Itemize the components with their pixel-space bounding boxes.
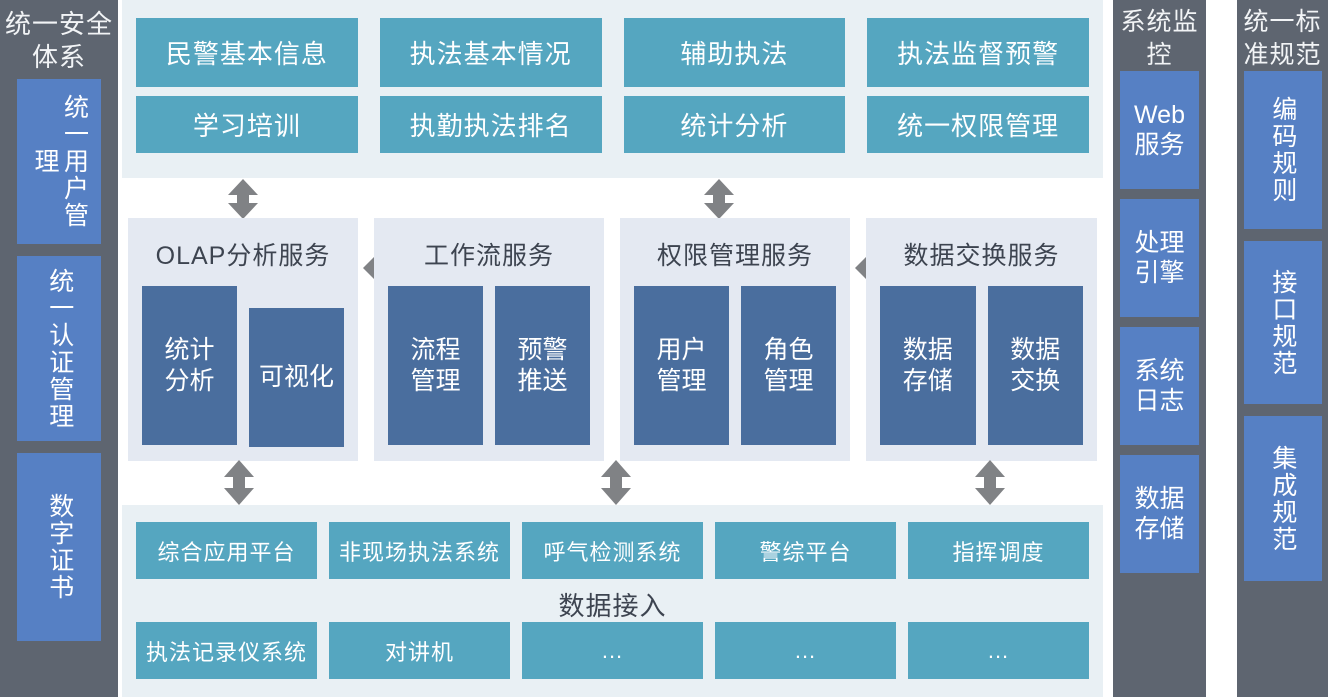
service-box-statistical-analysis[interactable]: 统计分析 [142,286,237,445]
system-monitor-sidebar: 系统监控 Web 服务 处理 引擎 系统 日志 [1113,0,1206,697]
service-panel-title-data-exchange: 数据交换服务 [903,242,1060,270]
app-card-enforcement-alert[interactable]: 执法监督预警 [867,18,1089,87]
data-source-police-platform[interactable]: 警综平台 [715,522,896,579]
service-panel-title-workflow: 工作流服务 [423,242,554,270]
app-card-police-basic-info[interactable]: 民警基本信息 [136,18,358,87]
app-card-training[interactable]: 学习培训 [136,96,358,153]
service-box-visualization[interactable]: 可视化 [249,308,344,447]
app-card-enforcement-basics[interactable]: 执法基本情况 [379,18,602,87]
sysmon-item-processing-engine-line2: 引擎 [1134,259,1185,287]
data-source-bodycam-system[interactable]: 执法记录仪系统 [136,622,317,679]
vertical-double-arrow-permissions-to-data [601,460,631,505]
data-access-band: 综合应用平台 非现场执法系统 呼气检测系统 警综平台 指挥调度 数据接入 执法记… [122,505,1103,697]
data-source-placeholder-1[interactable]: ... [522,622,703,679]
service-panel-title-olap: OLAP分析服务 [155,242,331,270]
data-source-placeholder-2[interactable]: ... [715,622,896,679]
service-boxes-permissions: 用户管理 角色管理 [620,286,850,445]
data-access-label: 数据接入 [558,591,667,621]
sysmon-item-data-storage[interactable]: 数据 存储 [1120,455,1199,573]
app-card-duty-ranking[interactable]: 执勤执法排名 [379,96,602,153]
sysmon-item-web-service-line1: Web [1134,100,1185,129]
app-card-assisted-enforcement[interactable]: 辅助执法 [623,18,846,87]
sysmon-item-processing-engine[interactable]: 处理 引擎 [1120,199,1199,317]
sysmon-item-web-service-line2: 服务 [1134,131,1185,159]
sysmon-item-system-log-line2: 日志 [1134,387,1185,415]
sidebar-item-unified-user-management[interactable]: 统一用户管理 [17,79,101,244]
system-monitor-title: 系统监控 [1120,8,1199,69]
service-boxes-data-exchange: 数据存储 数据交换 [866,286,1097,445]
left-sidebar-items: 统一用户管理 统一认证管理 数字证书 [0,79,118,697]
standards-sidebar: 统一标准规范 编码规则 接口规范 集成规范 [1237,0,1328,697]
sidebar-item-unified-auth-management[interactable]: 统一认证管理 [17,256,101,441]
left-sidebar-security-system: 统一安全体系 统一用户管理 统一认证管理 数字证书 [0,0,118,697]
app-card-statistical-analysis[interactable]: 统计分析 [623,96,846,153]
standards-item-integration-spec[interactable]: 集成规范 [1243,416,1322,581]
service-panel-title-permissions: 权限管理服务 [656,242,813,270]
service-boxes-olap: 统计分析 可视化 [128,286,358,447]
data-source-offsite-enforcement[interactable]: 非现场执法系统 [329,522,510,579]
data-source-command-dispatch[interactable]: 指挥调度 [908,522,1089,579]
application-card-grid: 民警基本信息 执法基本情况 辅助执法 执法监督预警 学习培训 执勤执法排名 统计… [136,18,1089,153]
service-box-alert-push[interactable]: 预警推送 [495,286,590,445]
standards-item-interface-spec[interactable]: 接口规范 [1243,241,1322,404]
standards-sidebar-items: 编码规则 接口规范 集成规范 [1237,71,1328,697]
left-sidebar-title: 统一安全体系 [4,9,113,72]
standards-item-coding-rules[interactable]: 编码规则 [1243,71,1322,229]
data-source-row-top: 综合应用平台 非现场执法系统 呼气检测系统 警综平台 指挥调度 [136,522,1089,579]
vertical-double-arrow-app-to-permissions [704,179,734,219]
sysmon-item-web-service[interactable]: Web 服务 [1120,71,1199,189]
service-panel-data-exchange: 数据交换服务 数据存储 数据交换 [866,218,1097,461]
standards-sidebar-title: 统一标准规范 [1243,8,1322,69]
sysmon-item-data-storage-line2: 存储 [1134,515,1185,543]
service-layer-band: OLAP分析服务 统计分析 可视化 工作流服务 流程管理 预警推送 权限管理服务 [122,218,1103,461]
vertical-double-arrow-exchange-to-data [975,460,1005,505]
sysmon-item-processing-engine-line1: 处理 [1134,228,1185,257]
main-column: 民警基本信息 执法基本情况 辅助执法 执法监督预警 学习培训 执勤执法排名 统计… [118,0,1113,697]
app-card-unified-permissions[interactable]: 统一权限管理 [867,96,1089,153]
service-panel-olap: OLAP分析服务 统计分析 可视化 [128,218,358,461]
service-box-data-storage[interactable]: 数据存储 [880,286,976,445]
service-panel-permissions: 权限管理服务 用户管理 角色管理 [620,218,850,461]
service-panel-workflow: 工作流服务 流程管理 预警推送 [374,218,604,461]
data-source-placeholder-3[interactable]: ... [908,622,1089,679]
service-boxes-workflow: 流程管理 预警推送 [374,286,604,445]
system-monitor-items: Web 服务 处理 引擎 系统 日志 数据 存储 [1113,71,1206,697]
service-box-process-management[interactable]: 流程管理 [388,286,483,445]
data-source-integrated-platform[interactable]: 综合应用平台 [136,522,317,579]
vertical-double-arrow-app-to-olap [228,179,258,219]
sidebar-item-digital-certificate[interactable]: 数字证书 [17,453,101,641]
service-box-data-exchange[interactable]: 数据交换 [987,286,1083,445]
application-layer-band: 民警基本信息 执法基本情况 辅助执法 执法监督预警 学习培训 执勤执法排名 统计… [122,0,1103,178]
vertical-double-arrow-olap-to-data [224,460,254,505]
service-box-user-management[interactable]: 用户管理 [634,286,729,445]
sysmon-item-data-storage-line1: 数据 [1134,484,1185,513]
data-source-walkie-talkie[interactable]: 对讲机 [329,622,510,679]
data-source-breath-test-system[interactable]: 呼气检测系统 [522,522,703,579]
sysmon-item-system-log[interactable]: 系统 日志 [1120,327,1199,445]
service-box-role-management[interactable]: 角色管理 [741,286,836,445]
data-source-row-bottom: 执法记录仪系统 对讲机 ... ... ... [136,622,1089,679]
sysmon-item-system-log-line1: 系统 [1134,356,1185,385]
